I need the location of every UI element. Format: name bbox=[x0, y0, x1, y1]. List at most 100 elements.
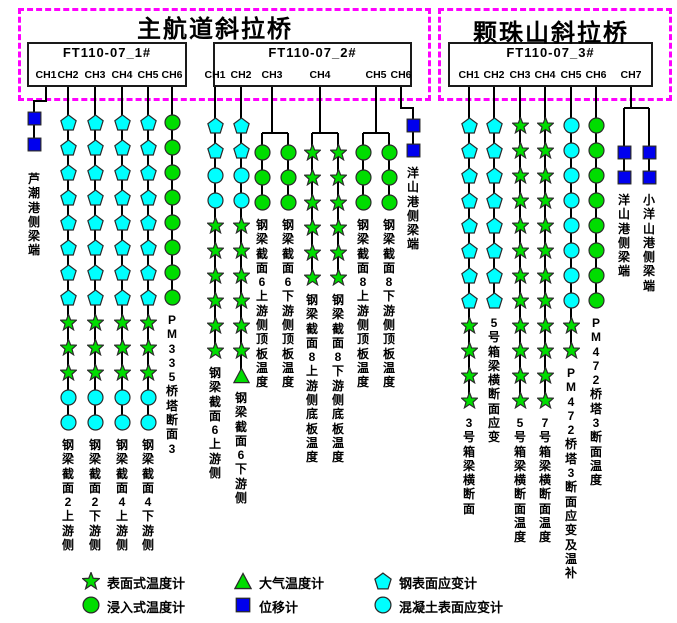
surface-temp-icon bbox=[535, 190, 555, 209]
surface-temp-icon bbox=[535, 265, 555, 284]
channel-label: CH3 bbox=[84, 69, 106, 81]
steel-strain-icon bbox=[460, 141, 478, 159]
concrete-strain-icon bbox=[232, 191, 250, 209]
immersion-temp-icon bbox=[163, 288, 181, 306]
steel-strain-icon bbox=[113, 288, 131, 306]
surface-temp-icon bbox=[459, 390, 479, 409]
channel-label: CH2 bbox=[483, 69, 505, 81]
immersion-temp-icon bbox=[163, 188, 181, 206]
surface-temp-icon bbox=[112, 362, 132, 381]
concrete-strain-icon bbox=[59, 388, 77, 406]
surface-temp-icon bbox=[561, 315, 581, 334]
concrete-strain-icon bbox=[562, 191, 580, 209]
surface-temp-icon bbox=[510, 165, 530, 184]
concrete-strain-icon bbox=[59, 413, 77, 431]
sensor-chain-label: 小洋山港侧梁端 bbox=[642, 193, 655, 293]
concrete-strain-icon bbox=[113, 413, 131, 431]
surface-temp-icon bbox=[205, 240, 225, 259]
surface-temp-icon bbox=[561, 340, 581, 359]
surface-temp-icon bbox=[535, 215, 555, 234]
steel-strain-icon bbox=[485, 141, 503, 159]
steel-strain-icon bbox=[59, 188, 77, 206]
immersion-temp-icon bbox=[587, 291, 605, 309]
surface-temp-icon bbox=[510, 215, 530, 234]
steel-strain-icon bbox=[139, 113, 157, 131]
steel-strain-icon bbox=[374, 572, 392, 590]
immersion-temp-icon bbox=[380, 193, 398, 211]
legend-label-concrete-strain: 混凝土表面应变计 bbox=[399, 600, 504, 615]
surface-temp-icon bbox=[535, 340, 555, 359]
immersion-temp-icon bbox=[354, 168, 372, 186]
surface-temp-icon bbox=[510, 340, 530, 359]
surface-temp-icon bbox=[328, 242, 348, 261]
air-temp-icon bbox=[233, 572, 253, 590]
surface-temp-icon bbox=[302, 217, 322, 236]
concrete-strain-icon bbox=[562, 216, 580, 234]
steel-strain-icon bbox=[86, 113, 104, 131]
steel-strain-icon bbox=[113, 138, 131, 156]
surface-temp-icon bbox=[138, 312, 158, 331]
steel-strain-icon bbox=[139, 263, 157, 281]
concrete-strain-icon bbox=[562, 116, 580, 134]
immersion-temp-icon bbox=[253, 168, 271, 186]
steel-strain-icon bbox=[460, 291, 478, 309]
channel-label: CH6 bbox=[161, 69, 183, 81]
steel-strain-icon bbox=[86, 288, 104, 306]
surface-temp-icon bbox=[112, 312, 132, 331]
surface-temp-icon bbox=[302, 267, 322, 286]
immersion-temp-icon bbox=[279, 143, 297, 161]
immersion-temp-icon bbox=[163, 163, 181, 181]
immersion-temp-icon bbox=[279, 193, 297, 211]
displacement-icon bbox=[405, 142, 422, 159]
bridge-group-title: 主航道斜拉桥 bbox=[137, 16, 293, 43]
legend-label-displacement: 位移计 bbox=[259, 600, 299, 615]
immersion-temp-icon bbox=[587, 241, 605, 259]
steel-strain-icon bbox=[59, 138, 77, 156]
surface-temp-icon bbox=[328, 142, 348, 161]
steel-strain-icon bbox=[485, 241, 503, 259]
channel-label: CH5 bbox=[560, 69, 582, 81]
steel-strain-icon bbox=[460, 166, 478, 184]
datalogger-label: FT110-07_2# bbox=[268, 45, 357, 60]
displacement-icon bbox=[234, 596, 252, 614]
steel-strain-icon bbox=[86, 213, 104, 231]
immersion-temp-icon bbox=[587, 216, 605, 234]
surface-temp-icon bbox=[328, 167, 348, 186]
concrete-strain-icon bbox=[562, 141, 580, 159]
surface-temp-icon bbox=[205, 315, 225, 334]
surface-temp-icon bbox=[510, 190, 530, 209]
surface-temp-icon bbox=[510, 240, 530, 259]
legend-label-surface-temp: 表面式温度计 bbox=[107, 576, 186, 591]
displacement-icon bbox=[26, 110, 43, 127]
immersion-temp-icon bbox=[253, 143, 271, 161]
steel-strain-icon bbox=[139, 163, 157, 181]
concrete-strain-icon bbox=[113, 388, 131, 406]
immersion-temp-icon bbox=[587, 166, 605, 184]
steel-strain-icon bbox=[485, 216, 503, 234]
channel-label: CH6 bbox=[390, 69, 412, 81]
steel-strain-icon bbox=[113, 113, 131, 131]
surface-temp-icon bbox=[58, 312, 78, 331]
steel-strain-icon bbox=[113, 188, 131, 206]
steel-strain-icon bbox=[59, 113, 77, 131]
steel-strain-icon bbox=[59, 238, 77, 256]
concrete-strain-icon bbox=[562, 241, 580, 259]
steel-strain-icon bbox=[113, 213, 131, 231]
concrete-strain-icon bbox=[562, 266, 580, 284]
immersion-temp-icon bbox=[380, 143, 398, 161]
sensor-chain-label: 芦潮港侧梁端 bbox=[27, 172, 40, 258]
immersion-temp-icon bbox=[279, 168, 297, 186]
concrete-strain-icon bbox=[374, 596, 392, 614]
channel-label: CH1 bbox=[35, 69, 57, 81]
surface-temp-icon bbox=[459, 365, 479, 384]
channel-label: CH2 bbox=[57, 69, 79, 81]
channel-label: CH3 bbox=[261, 69, 283, 81]
